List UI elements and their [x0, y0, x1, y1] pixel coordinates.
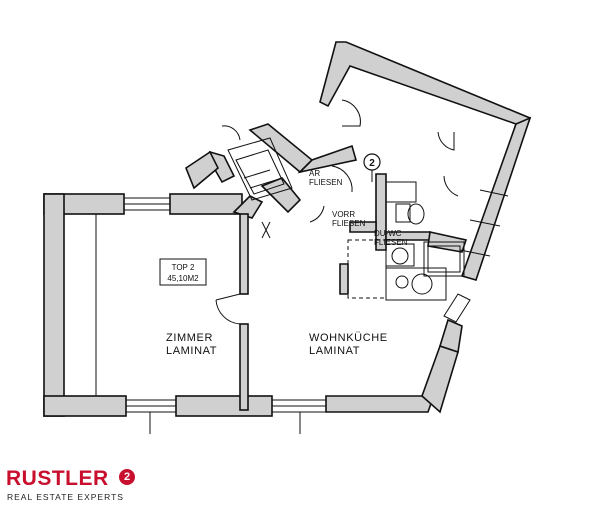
room-ar-name: AR	[309, 169, 320, 178]
rustler-logo: RUSTLER 2 REAL ESTATE EXPERTS	[6, 468, 176, 502]
room-ar-floor: FLIESEN	[309, 178, 343, 187]
windows	[123, 197, 471, 434]
room-vorr-name: VORR	[332, 210, 355, 219]
staircase	[221, 125, 293, 239]
unit-box	[159, 258, 207, 286]
unit-number: TOP 2	[172, 263, 195, 272]
entrance-marker-number: 2	[369, 158, 375, 169]
room-wohnkueche-name: WOHNKÜCHE	[309, 332, 388, 344]
unit-area: 45,10M2	[167, 274, 199, 283]
exterior-walls	[43, 41, 532, 417]
fixtures	[347, 181, 509, 301]
room-zimmer-name: ZIMMER	[166, 332, 213, 344]
room-duwc-name: DU-WC	[374, 229, 402, 238]
logo-tagline: REAL ESTATE EXPERTS	[7, 492, 124, 502]
room-duwc-floor: FLIESEN	[374, 238, 408, 247]
logo-wordmark: RUSTLER	[6, 467, 109, 490]
room-wohnkueche-floor: LAMINAT	[309, 345, 360, 357]
doors	[215, 99, 459, 325]
room-vorr-floor: FLIESEN	[332, 219, 366, 228]
room-zimmer-floor: LAMINAT	[166, 345, 217, 357]
logo-badge: 2	[119, 469, 135, 485]
